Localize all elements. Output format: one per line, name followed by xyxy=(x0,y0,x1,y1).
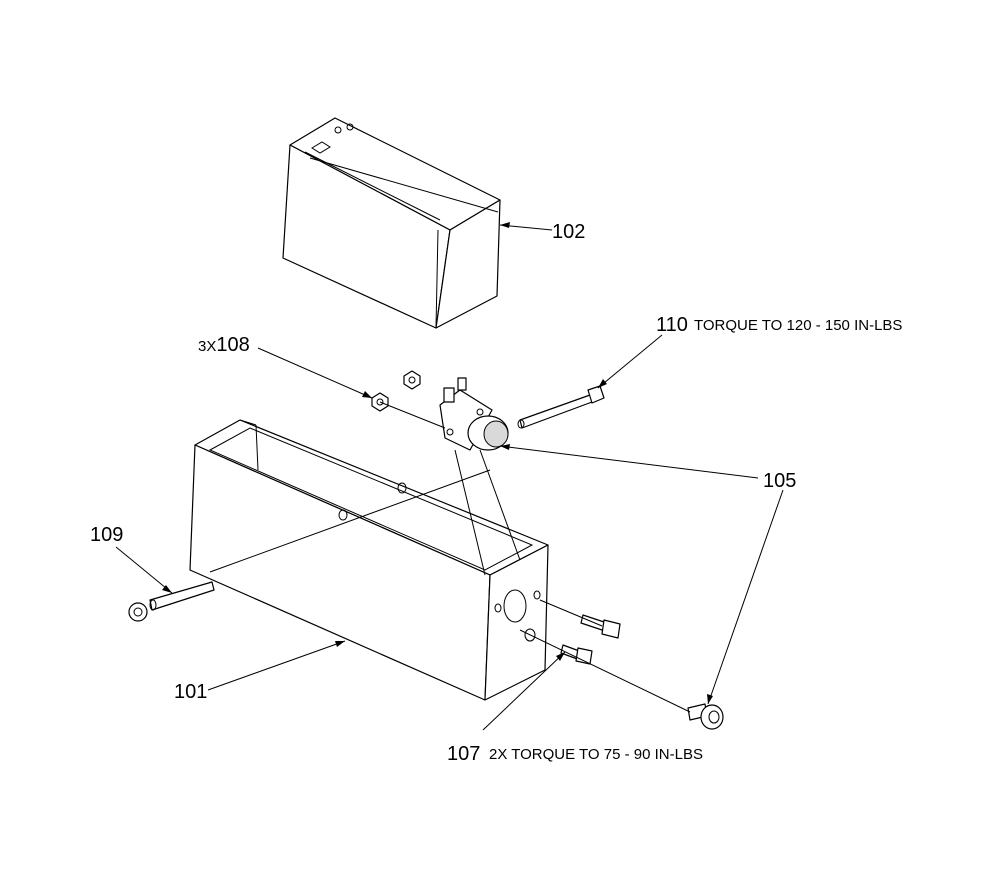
assembly-lines xyxy=(209,401,691,713)
callout-107-number: 107 xyxy=(447,743,480,765)
screw-part-109 xyxy=(128,581,215,622)
knob-part-105 xyxy=(687,703,724,730)
callout-108: 3X108 xyxy=(198,334,250,356)
solenoid-part-105 xyxy=(439,377,509,451)
callout-105: 105 xyxy=(763,470,796,492)
bolt-part-110 xyxy=(517,385,605,429)
callout-109: 109 xyxy=(90,524,123,546)
bolts-part-107 xyxy=(560,614,621,665)
callout-105-number: 105 xyxy=(763,470,796,492)
callout-110-number: 110 xyxy=(656,314,688,336)
callout-108-number: 108 xyxy=(216,334,249,356)
svg-text:3X108: 3X108 xyxy=(198,334,250,356)
callout-107: 107 2X TORQUE TO 75 - 90 IN-LBS xyxy=(447,743,703,765)
callout-110: 110 TORQUE TO 120 - 150 IN-LBS xyxy=(656,314,902,336)
nuts-part-108 xyxy=(371,370,421,412)
callout-108-prefix: 3X xyxy=(198,338,216,355)
leader-lines xyxy=(115,222,784,731)
callout-110-note: TORQUE TO 120 - 150 IN-LBS xyxy=(694,317,902,334)
battery-box-part-101 xyxy=(189,419,549,701)
callout-101: 101 xyxy=(174,681,207,703)
callout-107-note: 2X TORQUE TO 75 - 90 IN-LBS xyxy=(489,746,703,763)
callout-109-number: 109 xyxy=(90,524,123,546)
callout-101-number: 101 xyxy=(174,681,207,703)
callout-102-number: 102 xyxy=(552,221,585,243)
callout-102: 102 xyxy=(552,221,585,243)
battery-part-102 xyxy=(282,117,501,329)
